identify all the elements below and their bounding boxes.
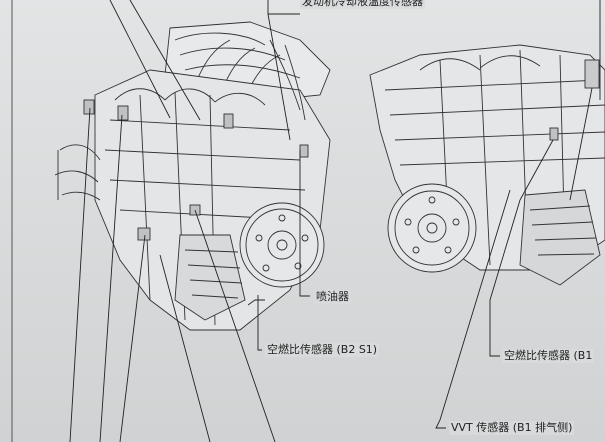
af-sensor-b2s1-label: 空燃比传感器 (B2 S1) xyxy=(265,343,380,357)
af-sensor-b1-label: 空燃比传感器 (B1 xyxy=(502,349,595,363)
coolant-temp-sensor-label: 发动机冷却液温度传感器 xyxy=(300,0,425,9)
injector-label: 喷油器 xyxy=(314,290,351,304)
right-engine-illustration xyxy=(369,44,605,286)
right-leader-lines xyxy=(435,0,601,429)
left-leader-lines xyxy=(69,0,310,442)
left-engine-illustration xyxy=(54,21,331,331)
vvt-sensor-b1-exhaust-label: VVT 传感器 (B1 排气侧) xyxy=(449,421,575,435)
